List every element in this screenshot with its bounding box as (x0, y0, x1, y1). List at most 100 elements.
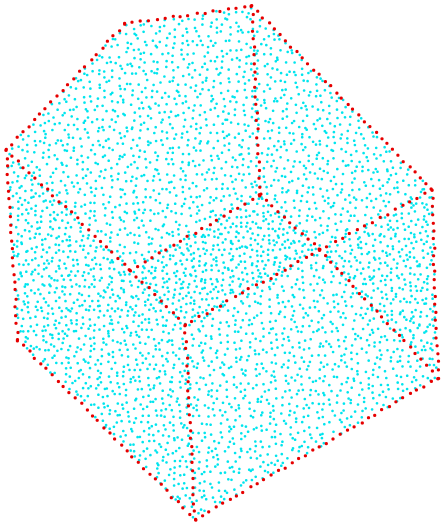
surface-point (286, 366, 290, 369)
surface-point (98, 309, 102, 313)
surface-point (340, 382, 344, 386)
surface-point (245, 96, 248, 99)
surface-point (379, 153, 382, 157)
edge-point (256, 152, 260, 156)
surface-point (134, 311, 137, 314)
surface-point (229, 247, 233, 251)
surface-point (325, 189, 329, 192)
edge-point (324, 245, 329, 249)
surface-point (300, 135, 304, 139)
edge-point (61, 384, 65, 389)
surface-point (169, 395, 173, 398)
surface-point (155, 72, 159, 75)
surface-point (315, 89, 319, 93)
surface-point (247, 30, 250, 34)
surface-point (102, 203, 105, 206)
surface-point (98, 175, 101, 178)
surface-point (234, 158, 237, 162)
surface-point (99, 294, 102, 298)
surface-point (316, 282, 319, 286)
surface-point (432, 363, 436, 367)
surface-point (251, 89, 254, 93)
surface-point (142, 429, 146, 433)
surface-point (227, 268, 230, 272)
surface-point (92, 336, 96, 340)
edge-point (278, 32, 282, 37)
surface-point (203, 263, 207, 267)
surface-point (141, 414, 145, 418)
surface-point (242, 157, 245, 161)
surface-point (118, 154, 122, 158)
surface-point (270, 164, 273, 168)
surface-point (405, 374, 409, 378)
surface-point (89, 201, 92, 205)
edge-point (108, 431, 112, 435)
surface-point (195, 408, 199, 412)
surface-point (41, 329, 44, 333)
surface-point (137, 314, 141, 318)
surface-point (383, 369, 387, 373)
surface-point (76, 181, 79, 185)
surface-point (57, 243, 61, 247)
surface-point (335, 99, 339, 103)
surface-point (110, 75, 114, 79)
surface-point (142, 173, 146, 177)
surface-point (409, 330, 412, 333)
surface-point (93, 214, 96, 218)
surface-point (181, 342, 185, 346)
edge-point (16, 330, 20, 335)
surface-point (243, 252, 246, 255)
surface-point (385, 338, 389, 342)
surface-point (400, 333, 404, 337)
surface-point (201, 17, 204, 21)
surface-point (281, 332, 284, 335)
surface-point (132, 314, 136, 317)
surface-point (307, 71, 310, 75)
surface-point (237, 407, 241, 410)
surface-point (93, 403, 96, 406)
surface-point (45, 340, 48, 344)
surface-point (301, 307, 305, 310)
surface-point (84, 108, 88, 111)
surface-point (249, 255, 252, 259)
surface-point (107, 248, 110, 252)
surface-point (74, 201, 77, 205)
surface-point (163, 293, 166, 297)
surface-point (426, 234, 430, 238)
surface-point (353, 255, 357, 259)
surface-point (61, 285, 64, 288)
surface-point (175, 308, 178, 311)
surface-point (132, 449, 136, 453)
surface-point (54, 270, 58, 273)
surface-point (142, 23, 146, 26)
surface-point (423, 206, 426, 209)
edge-point (128, 269, 132, 273)
surface-point (64, 315, 67, 318)
surface-point (298, 303, 302, 307)
surface-point (187, 62, 191, 66)
surface-point (271, 227, 275, 231)
surface-point (210, 389, 213, 392)
surface-point (414, 223, 418, 226)
surface-point (71, 381, 74, 385)
surface-point (139, 123, 143, 126)
surface-point (240, 368, 244, 371)
edge-point (269, 277, 273, 281)
edge-point (370, 221, 374, 225)
surface-point (173, 28, 177, 31)
surface-point (300, 250, 304, 253)
edge-point (433, 302, 437, 306)
surface-point (410, 310, 414, 314)
surface-point (138, 454, 142, 457)
surface-point (227, 12, 231, 16)
edge-point (197, 314, 201, 318)
surface-point (225, 118, 229, 122)
surface-point (340, 111, 344, 114)
surface-point (184, 83, 187, 86)
surface-point (284, 379, 288, 383)
surface-point (252, 34, 256, 38)
surface-point (203, 316, 206, 320)
edge-point (190, 452, 194, 456)
surface-point (145, 405, 149, 409)
surface-point (304, 166, 308, 170)
